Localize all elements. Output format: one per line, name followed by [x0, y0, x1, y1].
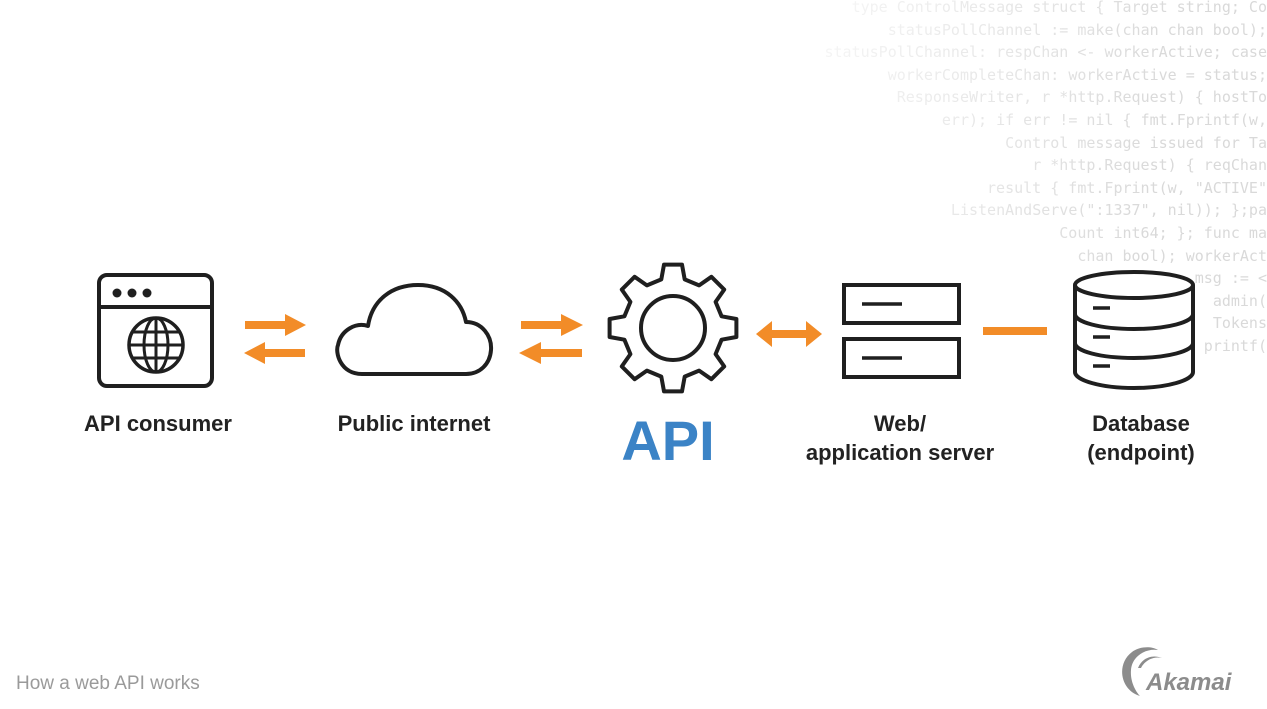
- server-label: Web/ application server: [790, 409, 1010, 467]
- gear-icon: [607, 262, 739, 394]
- akamai-logo: Akamai: [1118, 642, 1258, 702]
- database-icon: [1073, 270, 1195, 391]
- connector-line: [983, 327, 1047, 335]
- cloud-icon: [335, 283, 494, 376]
- api-consumer-label: API consumer: [84, 411, 232, 436]
- two-way-arrows-1: [244, 314, 306, 364]
- two-way-arrows-2: [519, 314, 583, 364]
- server-icon: [842, 283, 961, 379]
- slide-caption: How a web API works: [16, 673, 200, 694]
- database-label-line-1: Database: [1092, 411, 1190, 436]
- server-label-line-2: application server: [805, 440, 995, 465]
- server-label-line-1: Web/: [873, 411, 927, 436]
- database-label: Database (endpoint): [1070, 409, 1212, 467]
- akamai-logo-text: Akamai: [1145, 669, 1233, 696]
- database-label-line-2: (endpoint): [1087, 440, 1195, 465]
- akamai-logo-icon: Akamai: [1122, 647, 1233, 696]
- api-label: API: [621, 409, 715, 472]
- double-headed-arrow: [756, 321, 822, 347]
- browser-globe-icon: [97, 273, 214, 388]
- public-internet-label: Public internet: [337, 411, 491, 436]
